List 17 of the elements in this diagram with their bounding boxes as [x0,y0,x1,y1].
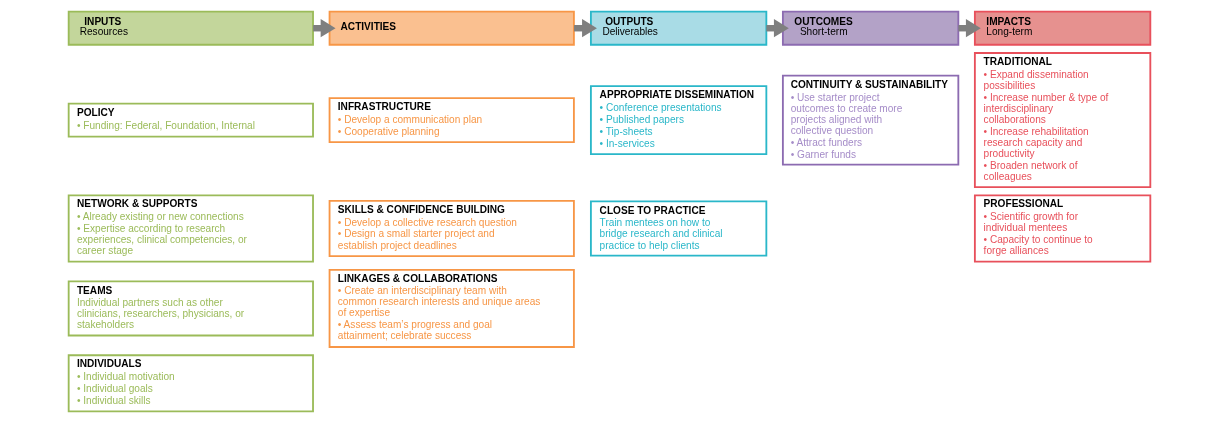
node-box: CLOSE TO PRACTICE Train mentees on how to bridge research and clinical practice to help clients [590,200,768,257]
node-box: INPUTS Resources [67,10,314,46]
node-box: OUTPUTS Deliverables [590,10,768,46]
node-box: SKILLS & CONFIDENCE BUILDING • Develop a collective research question • Design a small starter project and establish project deadlines [328,200,575,257]
node-box: APPROPRIATE DISSEMINATION • Conference presentations • Published papers • Tip-sheets • In-services [590,85,768,155]
node-box: NETWORK & SUPPORTS • Already existing or new connections • Expertise according to research experiences, clinical competencies, or career stage [67,194,314,263]
node-box: TEAMS Individual partners such as other clinicians, researchers, physicians, or stakeholders [67,280,314,337]
node-box: PROFESSIONAL • Scientific growth for individual mentees • Capacity to continue to forge alliances [973,194,1152,263]
node-box: INFRASTRUCTURE • Develop a communication plan • Cooperative planning [328,97,575,144]
node-box: LINKAGES & COLLABORATIONS • Create an interdisciplinary team with common research interests and unique areas of expertise • Assess team’s progress and goal attainment; celebrate success [328,268,575,348]
node-box: POLICY • Funding: Federal, Foundation, Internal [67,102,314,138]
node-box: OUTCOMES Short-term [781,10,960,46]
node-box: ACTIVITIES [328,10,575,46]
node-box: IMPACTS Long-term [973,10,1152,46]
node-box: CONTINUITY & SUSTAINABILITY • Use starter project outcomes to create more projects aligned with collective question • Attract funders • Garner funds [781,74,960,166]
node-box: TRADITIONAL • Expand dissemination possibilities • Increase number & type of interdisciplinary collaborations • Increase rehabilitation research capacity and productivity • Broaden network of colleagues [973,52,1152,189]
node-box: INDIVIDUALS • Individual motivation • Individual goals • Individual skills [67,354,314,413]
